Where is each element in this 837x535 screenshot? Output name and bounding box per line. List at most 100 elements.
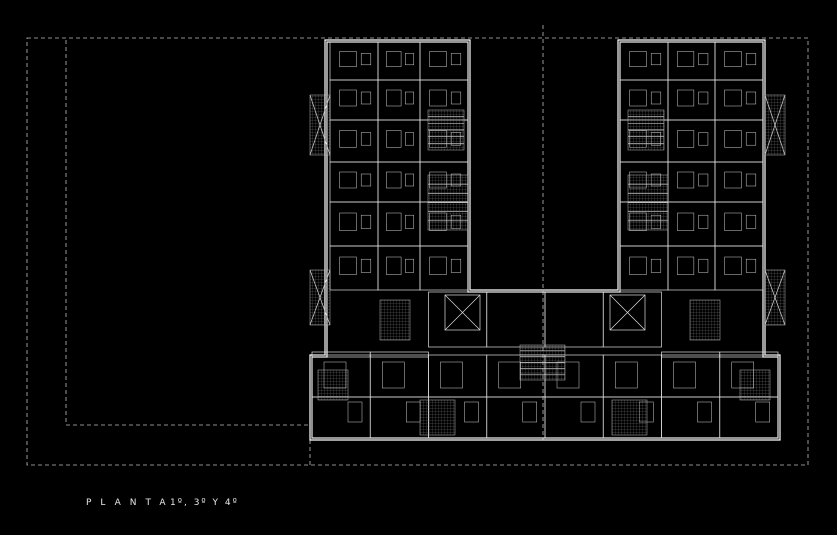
table bbox=[745, 91, 757, 105]
room bbox=[544, 396, 604, 439]
bed bbox=[629, 51, 647, 67]
bed bbox=[386, 212, 402, 231]
room bbox=[486, 291, 546, 348]
bed bbox=[386, 171, 402, 189]
room bbox=[428, 291, 488, 348]
bed bbox=[339, 51, 357, 67]
room bbox=[661, 354, 721, 398]
balcony bbox=[309, 94, 331, 156]
room bbox=[602, 291, 662, 348]
bed bbox=[629, 89, 647, 107]
bed bbox=[382, 361, 405, 389]
bed bbox=[724, 212, 742, 231]
drawing-title: PLANTA bbox=[86, 498, 175, 508]
table bbox=[405, 132, 414, 146]
kitchen-floor bbox=[419, 399, 456, 436]
bed bbox=[724, 256, 742, 275]
table bbox=[698, 214, 709, 229]
table bbox=[745, 214, 757, 229]
table bbox=[698, 173, 709, 187]
table bbox=[360, 132, 372, 146]
drawing-levels: 1º, 3º Y 4º bbox=[170, 498, 239, 508]
bed bbox=[386, 51, 402, 67]
table bbox=[650, 91, 662, 105]
table bbox=[745, 173, 757, 187]
stair-core bbox=[627, 109, 665, 151]
bed bbox=[629, 256, 647, 275]
bed bbox=[724, 171, 742, 189]
room bbox=[719, 351, 779, 358]
stair-core bbox=[627, 174, 669, 231]
bed bbox=[677, 256, 695, 275]
table bbox=[650, 258, 662, 273]
bed bbox=[386, 89, 402, 107]
room bbox=[486, 396, 546, 439]
bed bbox=[498, 361, 521, 389]
kitchen-floor bbox=[689, 299, 721, 341]
kitchen-floor bbox=[739, 369, 771, 401]
room bbox=[369, 354, 429, 398]
hatched-areas bbox=[309, 94, 786, 436]
bed bbox=[339, 89, 357, 107]
bed bbox=[386, 256, 402, 275]
dining-table bbox=[755, 401, 770, 423]
table bbox=[360, 173, 372, 187]
outer-boundary-line bbox=[26, 37, 809, 466]
table bbox=[450, 258, 462, 273]
table bbox=[698, 258, 709, 273]
table bbox=[405, 173, 414, 187]
bed bbox=[386, 130, 402, 148]
bed bbox=[724, 130, 742, 148]
property-boundary bbox=[26, 25, 809, 466]
stair-core bbox=[519, 344, 566, 381]
dining-table bbox=[580, 401, 596, 423]
bed bbox=[677, 130, 695, 148]
table bbox=[405, 258, 414, 273]
bed bbox=[615, 361, 638, 389]
room bbox=[661, 351, 721, 358]
table bbox=[745, 53, 757, 66]
table bbox=[450, 53, 462, 66]
dining-table bbox=[464, 401, 479, 423]
bed bbox=[339, 212, 357, 231]
room bbox=[428, 354, 488, 398]
bed bbox=[339, 130, 357, 148]
bed bbox=[339, 256, 357, 275]
kitchen-floor bbox=[317, 369, 349, 401]
bed bbox=[429, 256, 447, 275]
bed bbox=[673, 361, 696, 389]
room bbox=[602, 354, 662, 398]
bed bbox=[724, 89, 742, 107]
bed bbox=[677, 51, 695, 67]
kitchen-floor bbox=[611, 399, 648, 436]
bed bbox=[429, 51, 447, 67]
table bbox=[450, 91, 462, 105]
bed bbox=[440, 361, 463, 389]
table bbox=[745, 132, 757, 146]
dining-table bbox=[697, 401, 712, 423]
table bbox=[745, 258, 757, 273]
table bbox=[698, 91, 709, 105]
table bbox=[405, 214, 414, 229]
room bbox=[714, 245, 764, 291]
table bbox=[360, 214, 372, 229]
table bbox=[698, 132, 709, 146]
bed bbox=[339, 171, 357, 189]
table bbox=[405, 91, 414, 105]
room bbox=[419, 245, 469, 291]
dining-table bbox=[522, 401, 537, 423]
table bbox=[360, 53, 372, 66]
light-well-cross bbox=[609, 294, 646, 331]
room bbox=[661, 396, 721, 439]
light-well-cross bbox=[444, 294, 481, 331]
light-well bbox=[444, 294, 481, 331]
balcony bbox=[309, 269, 331, 326]
table bbox=[698, 53, 709, 66]
stair-core bbox=[427, 174, 469, 231]
bed bbox=[677, 171, 695, 189]
table bbox=[360, 258, 372, 273]
dining-table bbox=[406, 401, 421, 423]
bed bbox=[677, 212, 695, 231]
room bbox=[719, 396, 779, 439]
